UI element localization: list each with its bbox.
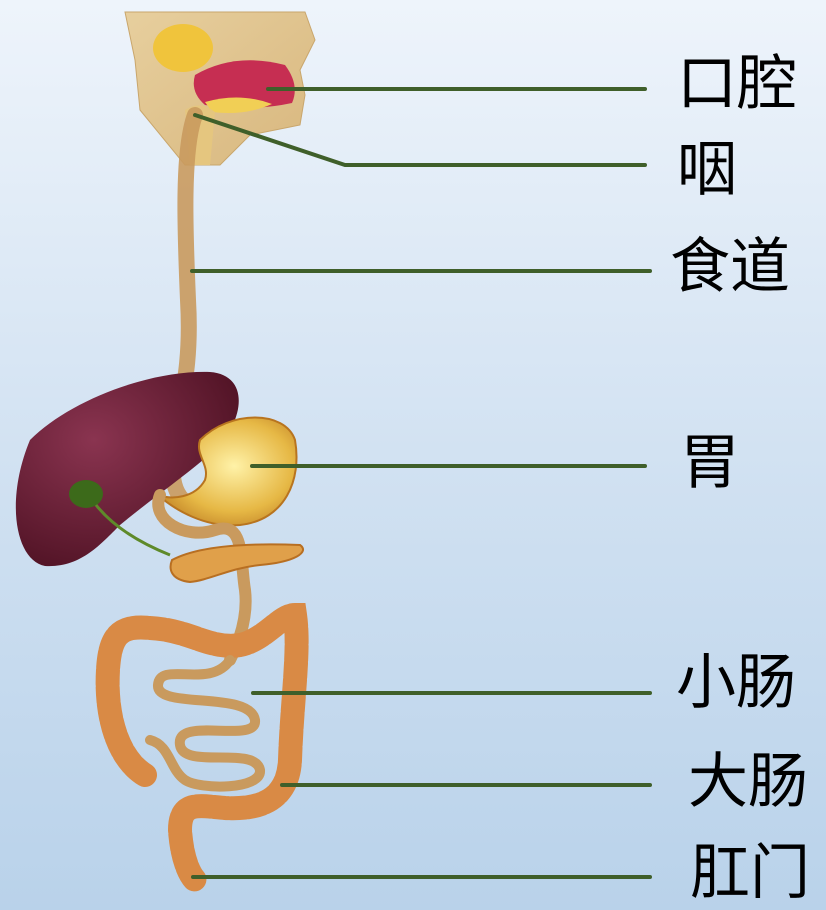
label-anus: 肛门 xyxy=(690,843,810,903)
small-intestine-shape xyxy=(150,660,260,787)
gallbladder-shape xyxy=(69,480,103,508)
large-intestine-shape xyxy=(108,615,297,880)
label-mouth: 口腔 xyxy=(677,54,797,114)
label-stomach: 胃 xyxy=(680,433,740,493)
label-large-intestine: 大肠 xyxy=(688,752,808,812)
label-small-intestine: 小肠 xyxy=(676,653,796,713)
label-pharynx: 咽 xyxy=(677,140,737,200)
pancreas-shape xyxy=(171,544,303,582)
brain-gland-shape xyxy=(153,24,213,72)
label-esophagus: 食道 xyxy=(670,237,790,297)
